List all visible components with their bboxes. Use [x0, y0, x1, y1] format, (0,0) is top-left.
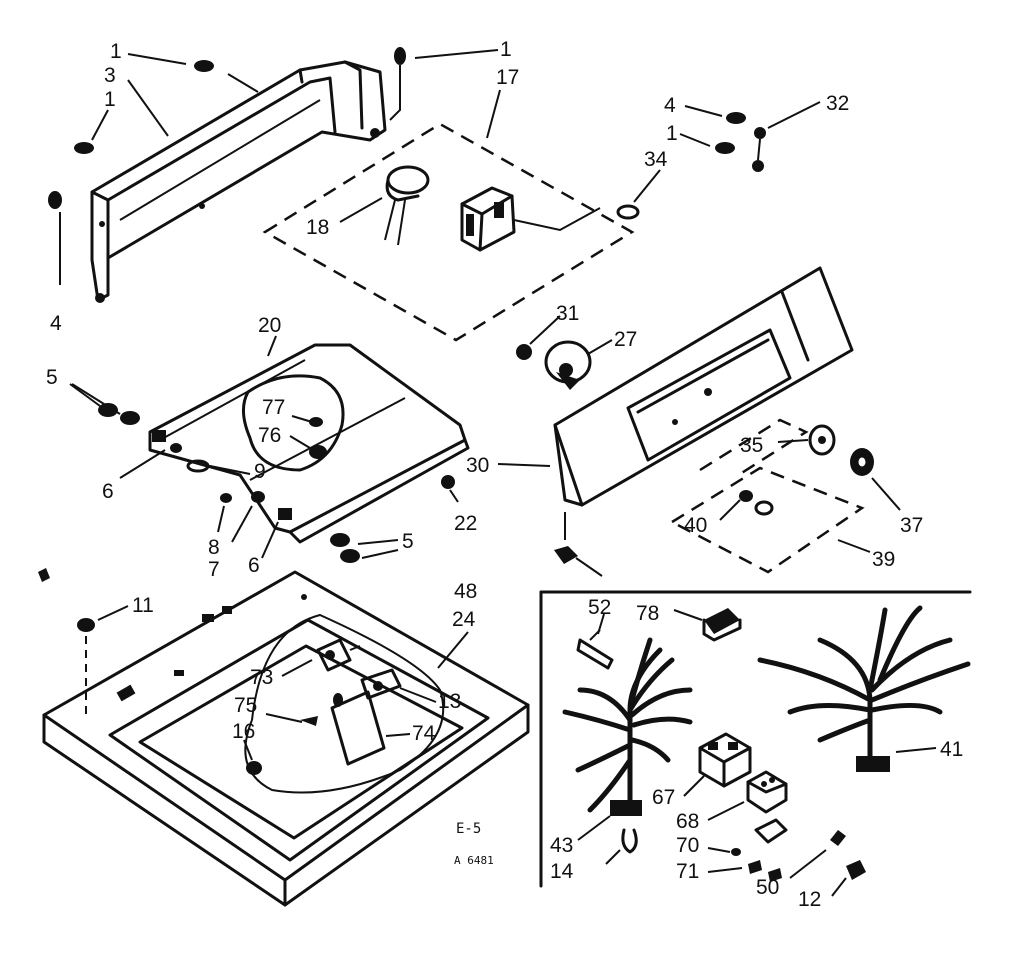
terminals-14-70-71-50-12	[605, 818, 866, 897]
relay-68	[707, 770, 788, 821]
drawing-number: A 6481	[454, 854, 494, 867]
harness-inset-frame	[539, 590, 972, 888]
callout-77: 77	[262, 396, 285, 419]
callout-5: 5	[402, 530, 414, 553]
callout-76: 76	[258, 424, 281, 447]
callout-12: 12	[798, 888, 821, 911]
callout-9: 9	[254, 460, 266, 483]
callout-67: 67	[652, 786, 675, 809]
timer-switch	[460, 186, 601, 252]
figure-code-label: E-5	[456, 821, 481, 837]
callout-20: 20	[258, 314, 281, 337]
callout-41: 41	[940, 738, 963, 761]
callout-52: 52	[588, 596, 611, 619]
timer-assembly-box	[262, 89, 635, 342]
bracket-screws-32	[679, 101, 821, 172]
callout-74: 74	[412, 722, 436, 745]
callout-1: 1	[500, 38, 512, 61]
console-panel-30	[497, 266, 854, 507]
callout-73: 73	[250, 666, 273, 689]
callout-34: 34	[644, 148, 668, 171]
screw-parts-1-4	[48, 47, 406, 209]
callout-5: 5	[46, 366, 58, 389]
harness-41	[757, 605, 971, 772]
callout-16: 16	[232, 720, 255, 743]
callout-7: 7	[208, 558, 220, 581]
rear-console-bracket	[90, 60, 387, 303]
callout-68: 68	[676, 810, 699, 833]
callout-18: 18	[306, 216, 329, 239]
harness-43	[562, 637, 693, 841]
control-plate-20	[148, 335, 470, 544]
callout-6: 6	[102, 480, 114, 503]
switch-box-39	[669, 418, 871, 574]
callout-14: 14	[550, 860, 574, 883]
callout-48: 48	[454, 580, 477, 603]
callout-70: 70	[676, 834, 699, 857]
wire-connector-34	[616, 169, 661, 220]
callout-31: 31	[556, 302, 579, 325]
callout-4: 4	[50, 312, 62, 335]
callout-1: 1	[110, 40, 122, 63]
callout-6: 6	[248, 554, 260, 577]
callout-1: 1	[104, 88, 116, 111]
callout-17: 17	[496, 66, 519, 89]
console-knobs	[516, 315, 901, 511]
timer-motor-18	[339, 165, 430, 246]
callout-8: 8	[208, 536, 220, 559]
callout-11: 11	[132, 594, 154, 617]
callout-75: 75	[234, 694, 257, 717]
callout-24: 24	[452, 608, 476, 631]
terminal-block-52-78	[576, 608, 742, 670]
callout-43: 43	[550, 834, 573, 857]
callout-78: 78	[636, 602, 659, 625]
callout-labels: 1 3 1 1 17 4 32 1 34 18 4 20 31 27 5 77 …	[46, 38, 963, 911]
callout-39: 39	[872, 548, 895, 571]
washer-top-24	[42, 570, 530, 907]
callout-3: 3	[104, 64, 116, 87]
callout-13: 13	[438, 690, 461, 713]
callout-32: 32	[826, 92, 849, 115]
callout-71: 71	[676, 860, 699, 883]
callout-27: 27	[614, 328, 637, 351]
plate-fasteners	[69, 383, 459, 563]
callout-1: 1	[666, 122, 678, 145]
water-level-switch-73	[281, 638, 361, 677]
callout-4: 4	[664, 94, 676, 117]
callout-40: 40	[684, 514, 707, 537]
bracket-leaders	[59, 49, 499, 285]
callout-30: 30	[466, 454, 489, 477]
bracket-74-75-16	[243, 690, 411, 775]
callout-35: 35	[740, 434, 763, 457]
callout-37: 37	[900, 514, 923, 537]
plug-11	[38, 568, 129, 716]
foot-48	[554, 512, 603, 577]
callout-22: 22	[454, 512, 477, 535]
callout-50: 50	[756, 876, 779, 899]
relay-67	[683, 732, 752, 797]
